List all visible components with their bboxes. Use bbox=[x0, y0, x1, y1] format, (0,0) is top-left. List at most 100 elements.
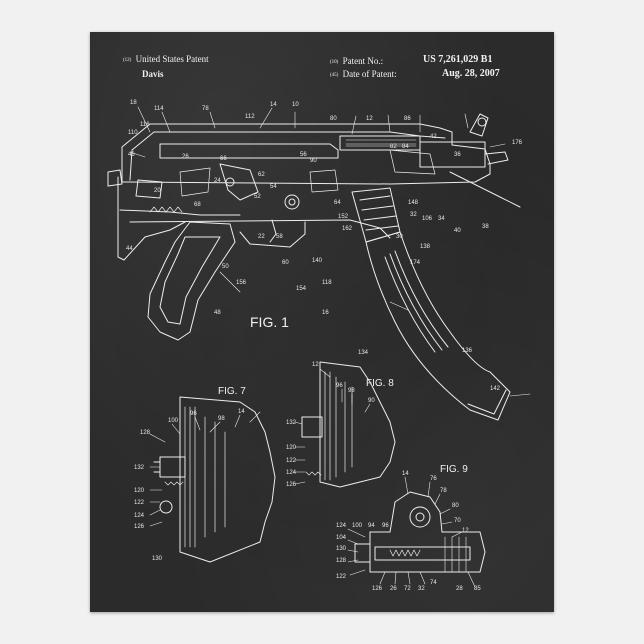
ref-120-fig7: 120 bbox=[134, 488, 145, 494]
ref-176: 176 bbox=[512, 140, 523, 146]
ref-124-fig7: 124 bbox=[134, 513, 145, 519]
spring-guide bbox=[120, 210, 240, 215]
ref-114: 114 bbox=[154, 106, 164, 112]
ref-72-fig9: 72 bbox=[404, 586, 411, 592]
fig9-spring bbox=[390, 550, 420, 556]
ref-74-fig9: 74 bbox=[430, 580, 437, 586]
ref-54: 54 bbox=[270, 184, 277, 190]
fig7-inner bbox=[185, 407, 225, 547]
takedown-latch bbox=[108, 170, 122, 186]
ref-62: 62 bbox=[258, 172, 265, 178]
ref-80-fig9: 80 bbox=[452, 503, 459, 509]
ref-100-fig9: 100 bbox=[352, 523, 363, 529]
ref-90: 90 bbox=[310, 158, 317, 164]
fig8-label: FIG. 8 bbox=[366, 378, 394, 389]
magazine-body bbox=[366, 232, 510, 420]
ref-120-fig8: 120 bbox=[286, 445, 297, 451]
ref-24: 24 bbox=[214, 178, 221, 184]
ref-96-fig8: 96 bbox=[336, 383, 343, 389]
ref-26: 26 bbox=[182, 154, 189, 160]
ref-32: 32 bbox=[410, 212, 417, 218]
ref-22: 22 bbox=[258, 234, 265, 240]
fig1-label: FIG. 1 bbox=[250, 314, 289, 330]
magazine-ribs bbox=[385, 251, 448, 352]
selector-pivot-center bbox=[289, 199, 295, 205]
ref-98-fig7: 98 bbox=[218, 416, 225, 422]
ref-38: 38 bbox=[482, 224, 489, 230]
ref-68: 68 bbox=[194, 202, 201, 208]
fig8-latch bbox=[302, 417, 322, 437]
ref-46: 46 bbox=[128, 152, 135, 158]
ref-152: 152 bbox=[338, 214, 349, 220]
ref-96-fig9: 96 bbox=[382, 523, 389, 529]
ref-122-fig9: 122 bbox=[336, 574, 347, 580]
ref-156: 156 bbox=[236, 280, 247, 286]
ref-14: 14 bbox=[270, 102, 277, 108]
ref-14-fig7: 14 bbox=[238, 409, 245, 415]
fig7-label: FIG. 7 bbox=[218, 386, 246, 397]
ref-12: 12 bbox=[366, 116, 373, 122]
fig9-ribs bbox=[445, 537, 466, 572]
ref-130-fig7: 130 bbox=[152, 556, 163, 562]
fig8-leaders bbox=[295, 369, 370, 484]
fig9-pivot bbox=[410, 507, 430, 527]
ref-32-fig9: 32 bbox=[418, 586, 425, 592]
ref-85-fig9: 85 bbox=[474, 586, 481, 592]
fig7-pin bbox=[160, 501, 172, 513]
ref-86: 86 bbox=[404, 116, 411, 122]
ref-80: 80 bbox=[330, 116, 337, 122]
magazine-well-ribs bbox=[360, 196, 398, 230]
ref-142: 142 bbox=[490, 386, 501, 392]
ref-50: 50 bbox=[222, 264, 229, 270]
ref-10: 10 bbox=[292, 102, 299, 108]
figure-labels: FIG. 1 FIG. 7 FIG. 8 FIG. 9 bbox=[218, 314, 468, 475]
ref-154: 154 bbox=[296, 286, 307, 292]
ref-78: 78 bbox=[202, 106, 209, 112]
ref-84: 84 bbox=[402, 144, 409, 150]
selector-pivot bbox=[285, 195, 299, 209]
ref-122-fig7: 122 bbox=[134, 500, 145, 506]
ref-70-fig9: 70 bbox=[454, 518, 461, 524]
ref-174: 174 bbox=[410, 260, 421, 266]
fig7-housing bbox=[180, 397, 275, 562]
ref-96-fig7: 96 bbox=[190, 411, 197, 417]
ref-60: 60 bbox=[282, 260, 289, 266]
ref-100-fig7: 100 bbox=[168, 418, 179, 424]
ref-36: 36 bbox=[454, 152, 461, 158]
ref-82: 82 bbox=[390, 144, 397, 150]
handguard-right bbox=[450, 172, 520, 207]
ref-138: 138 bbox=[420, 244, 431, 250]
ref-12-fig8: 12 bbox=[312, 362, 319, 368]
ref-112: 112 bbox=[245, 114, 255, 120]
ref-44: 44 bbox=[126, 246, 133, 252]
ref-34: 34 bbox=[438, 216, 445, 222]
pistol-grip-inner bbox=[160, 237, 220, 324]
fig9-pivot-center bbox=[416, 513, 424, 521]
patent-drawing: FIG. 1 FIG. 7 FIG. 8 FIG. 9 18 114 78 14… bbox=[90, 32, 554, 612]
patent-poster: (12) United States Patent Davis (10) Pat… bbox=[90, 32, 554, 612]
ref-18: 18 bbox=[130, 100, 137, 106]
ref-94-fig9: 94 bbox=[368, 523, 375, 529]
ref-128-fig9: 128 bbox=[336, 558, 347, 564]
ref-42: 42 bbox=[430, 134, 437, 140]
hammer bbox=[220, 164, 258, 200]
ref-98-fig8: 98 bbox=[348, 388, 355, 394]
fig9-label: FIG. 9 bbox=[440, 464, 468, 475]
ref-104-fig9: 104 bbox=[336, 535, 347, 541]
ref-126-fig7: 126 bbox=[134, 524, 145, 530]
ref-136: 136 bbox=[462, 348, 473, 354]
ref-126-fig8: 126 bbox=[286, 482, 297, 488]
internal-detail bbox=[180, 150, 435, 196]
ref-140: 140 bbox=[312, 258, 323, 264]
reference-numerals: 18 114 78 14 10 116 112 110 80 12 86 176… bbox=[126, 100, 523, 592]
ref-130-fig9: 130 bbox=[336, 546, 347, 552]
ref-58: 58 bbox=[276, 234, 283, 240]
ref-122-fig8: 122 bbox=[286, 458, 297, 464]
ref-90-fig8: 90 bbox=[368, 398, 375, 404]
ref-78-fig9: 78 bbox=[440, 488, 447, 494]
ref-76-fig9: 76 bbox=[430, 476, 437, 482]
magazine-floorplate bbox=[468, 390, 506, 414]
ref-40: 40 bbox=[454, 228, 461, 234]
ref-26-fig9: 26 bbox=[390, 586, 397, 592]
ref-16: 16 bbox=[322, 310, 329, 316]
